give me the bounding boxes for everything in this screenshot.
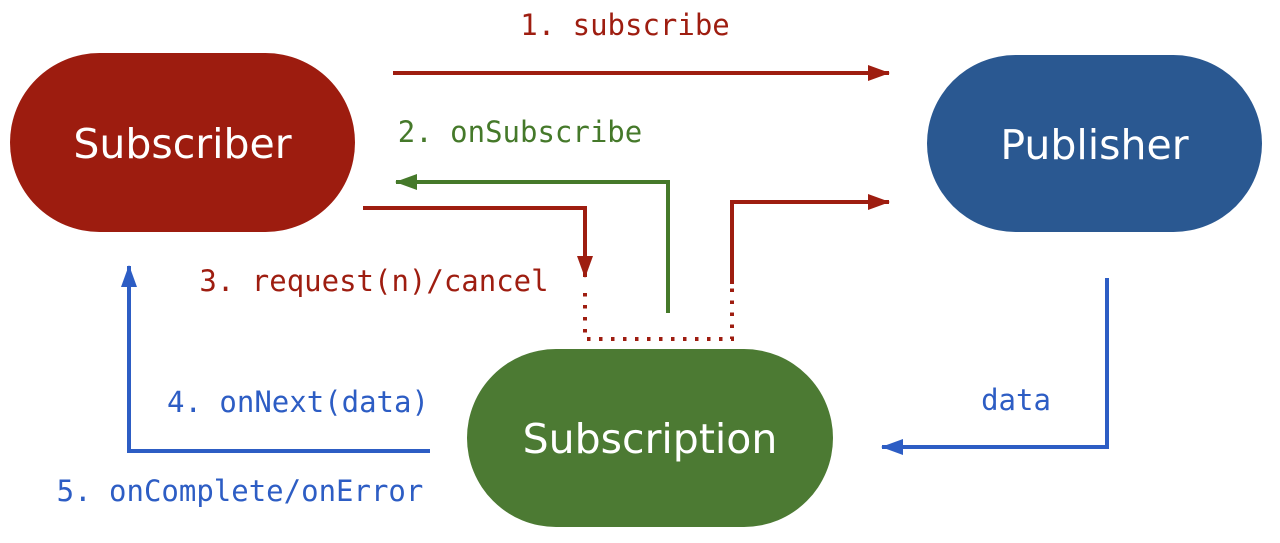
edge-data-line bbox=[881, 278, 1109, 455]
edge-onsubscribe-line bbox=[395, 174, 670, 313]
node-publisher: Publisher bbox=[927, 55, 1262, 232]
node-publisher-shape bbox=[927, 55, 1262, 232]
edge-subscribe-label: 1. subscribe bbox=[520, 8, 730, 42]
node-publisher-label: Publisher bbox=[1000, 121, 1188, 169]
node-subscriber: Subscriber bbox=[10, 53, 355, 232]
node-subscription: Subscription bbox=[467, 349, 833, 527]
node-subscriber-label: Subscriber bbox=[73, 120, 291, 168]
node-subscription-shape bbox=[467, 349, 833, 527]
edge-request-relay-to-publisher-line bbox=[730, 194, 890, 284]
edge-onsubscribe-label: 2. onSubscribe bbox=[398, 115, 642, 149]
node-subscriber-shape bbox=[10, 53, 355, 232]
node-subscription-label: Subscription bbox=[523, 415, 778, 463]
edge-onnext-label: 4. onNext(data) bbox=[167, 385, 429, 419]
edge-request-cancel-label: 3. request(n)/cancel bbox=[199, 264, 548, 298]
edge-data-label: data bbox=[981, 383, 1051, 417]
edge-request-cancel-dotted-line bbox=[583, 288, 734, 341]
edge-oncomplete-onerror-label: 5. onComplete/onError bbox=[57, 474, 424, 508]
edge-onnext-oncomplete-line bbox=[121, 265, 430, 453]
edge-request-cancel-line bbox=[363, 206, 593, 278]
